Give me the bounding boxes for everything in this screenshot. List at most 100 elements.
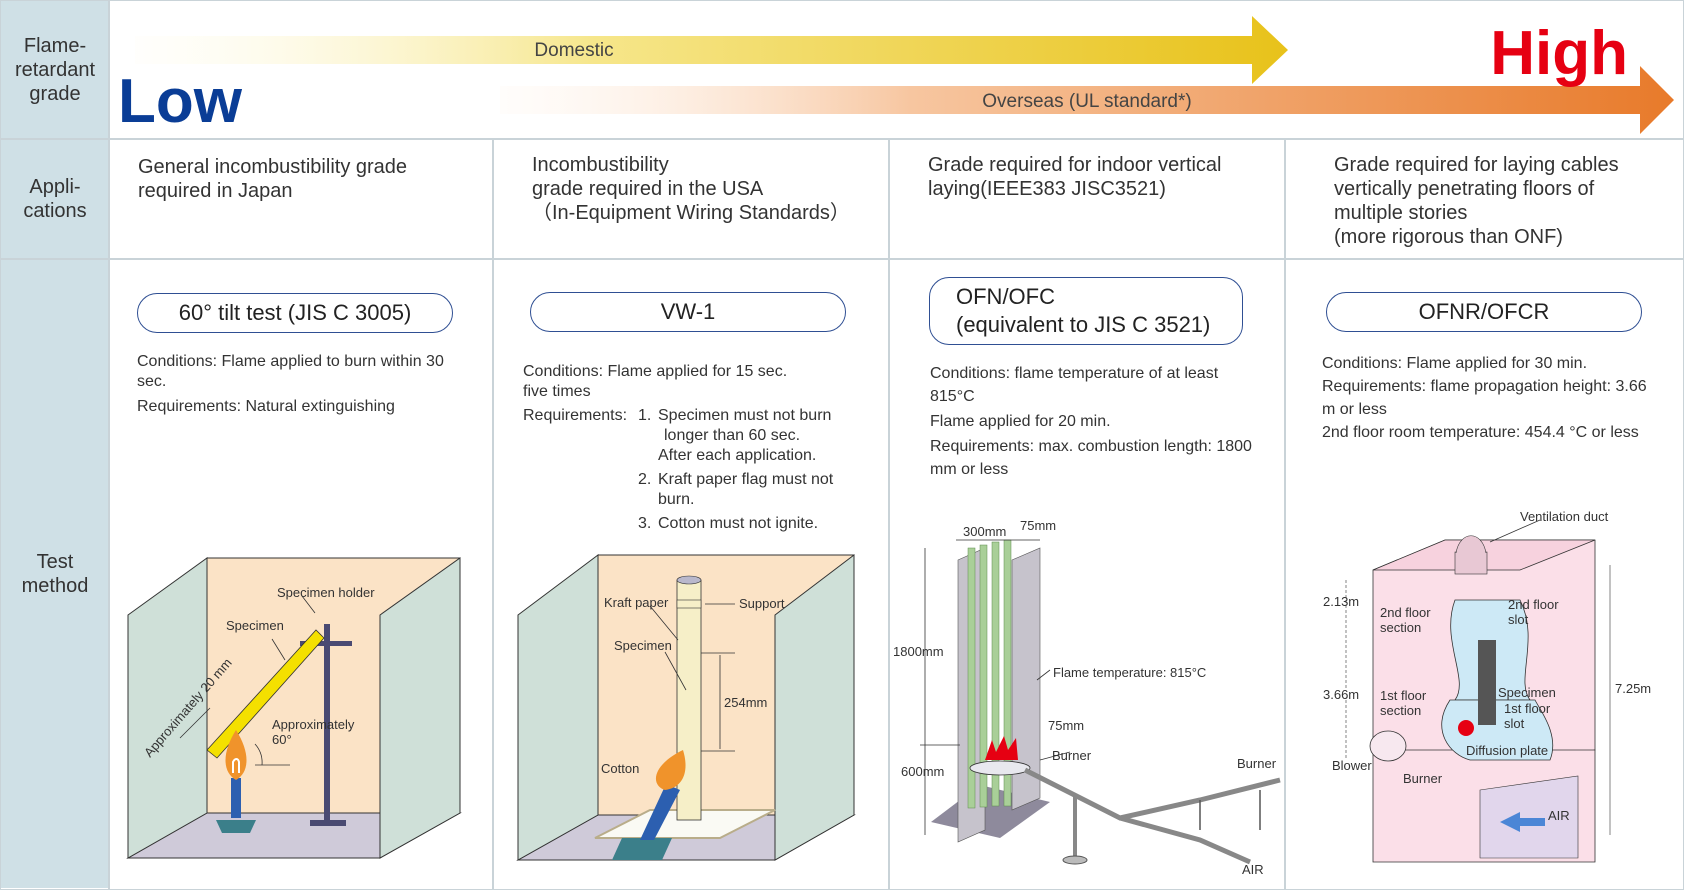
requirements-list: 1.Specimen must not burn longer than 60 … xyxy=(638,406,883,534)
requirement-cont: After each application. xyxy=(658,447,817,464)
blower xyxy=(1369,730,1407,762)
specimen-label: Specimen xyxy=(226,618,284,633)
row-header-test-method: Test method xyxy=(1,260,109,888)
row-divider xyxy=(0,258,1684,260)
requirement-cont: burn. xyxy=(658,491,695,508)
gas-pipe xyxy=(1023,767,1281,821)
condition-text: Requirements: Natural extinguishing xyxy=(137,398,395,415)
requirement-text: Specimen must not burn xyxy=(658,407,832,424)
specimen-holder-label: Specimen holder xyxy=(277,585,375,600)
length-label: 254mm xyxy=(724,695,767,710)
kraft-paper-flag xyxy=(676,599,702,609)
support-label: Support xyxy=(739,596,785,611)
burner2-label: Burner xyxy=(1237,756,1277,771)
condition-text: Requirements: flame propagation height: … xyxy=(1322,378,1647,418)
requirement-text: Kraft paper flag must not xyxy=(658,471,834,488)
gap-75-label: 75mm xyxy=(1048,718,1084,733)
requirement-num: 2. xyxy=(638,471,652,488)
conditions-col1: Conditions: Flame applied to burn within… xyxy=(137,352,467,422)
condition-text: 2nd floor room temperature: 454.4 °C or … xyxy=(1322,424,1639,441)
air-label: AIR xyxy=(1242,862,1264,877)
requirement-item: 2. Kraft paper flag must not xyxy=(638,470,883,490)
overseas-arrow xyxy=(500,66,1674,134)
low-label: Low xyxy=(118,67,243,136)
condition-text: five times xyxy=(523,383,591,400)
kraft-paper-label: Kraft paper xyxy=(604,595,669,610)
cable-2 xyxy=(979,544,988,808)
row-header-applications: Appli- cations xyxy=(1,140,109,258)
flame xyxy=(655,750,686,790)
requirements-label: Requirements: xyxy=(523,407,628,424)
row-divider xyxy=(0,138,1684,140)
row-header-applications-text: Appli- cations xyxy=(23,176,87,222)
flame-temp-label: Flame temperature: 815°C xyxy=(1053,665,1206,680)
approx-60-label: Approximately xyxy=(272,717,355,732)
burner-head xyxy=(969,760,1031,776)
specimen-top xyxy=(676,575,702,585)
test-name-col1: 60° tilt test (JIS C 3005) xyxy=(137,293,453,333)
cutaway-1st-floor xyxy=(1441,699,1554,761)
domestic-label: Domestic xyxy=(534,40,613,61)
width-300-label: 300mm xyxy=(963,524,1006,539)
ventilation-duct-label: Ventilation duct xyxy=(1520,509,1609,524)
fig4-burner-label: Burner xyxy=(1403,771,1443,786)
burner-tube xyxy=(231,778,241,818)
test-name-col3: OFN/OFC (equivalent to JIS C 3521) xyxy=(929,277,1243,345)
approx-60-label-b: 60° xyxy=(272,732,292,747)
flame-inner xyxy=(232,758,240,773)
requirement-text: Cotton must not ignite. xyxy=(658,515,819,532)
cable-1 xyxy=(967,547,976,809)
burner-base xyxy=(612,838,672,860)
h-213-label: 2.13m xyxy=(1323,594,1359,609)
requirement-num: 1. xyxy=(638,407,652,424)
application-col1: General incombustibility grade required … xyxy=(138,156,408,202)
air-opening xyxy=(1479,775,1579,859)
burner-flame xyxy=(1458,720,1474,736)
burner-label: Burner xyxy=(1052,748,1092,763)
test-name-col2: VW-1 xyxy=(530,292,846,332)
column-divider xyxy=(1284,138,1286,890)
cotton-label: Cotton xyxy=(601,761,639,776)
condition-text: Flame applied for 20 min. xyxy=(930,413,1111,430)
row-header-test-method-text: Test method xyxy=(21,551,89,597)
specimen-wire xyxy=(676,579,702,821)
chamber-left-wall xyxy=(127,557,208,859)
ofn-figure: 300mm 75mm 1800mm 600mm Flame temperatur… xyxy=(893,518,1281,877)
condition-text: Requirements: max. combustion length: 18… xyxy=(930,438,1252,478)
fig4-specimen-label: Specimen xyxy=(1498,685,1556,700)
ventilation-duct xyxy=(1454,551,1488,575)
requirement-num: 3. xyxy=(638,515,652,532)
condition-text: Conditions: Flame applied to burn within… xyxy=(137,353,444,390)
requirement-item: 1. Specimen must not burn xyxy=(638,406,883,426)
grade-scale: Domestic Overseas (UL standard*) Low Hig… xyxy=(118,16,1674,136)
overseas-label: Overseas (UL standard*) xyxy=(982,91,1191,112)
holder-base xyxy=(310,820,346,826)
h-366-label: 3.66m xyxy=(1323,687,1359,702)
chamber-left-wall xyxy=(517,554,599,861)
tilt-test-figure: Specimen holder Specimen Approximately 2… xyxy=(126,557,462,859)
flames xyxy=(985,736,1018,760)
cotton-pad xyxy=(594,809,776,839)
application-col3: Grade required for indoor vertical layin… xyxy=(928,154,1222,200)
chamber-right-wall xyxy=(774,553,855,861)
test-name-col4: OFNR/OFCR xyxy=(1326,292,1642,332)
high-label: High xyxy=(1490,19,1628,88)
holder-stand xyxy=(324,624,330,824)
specimen-label: Specimen xyxy=(614,638,672,653)
row-header-grade: Flame- retardant grade xyxy=(1,1,109,138)
tray-right-panel xyxy=(1011,547,1041,811)
diffusion-plate-label: Diffusion plate xyxy=(1466,743,1548,758)
fig4-air-label: AIR xyxy=(1548,808,1570,823)
column-divider xyxy=(492,138,494,890)
column-divider xyxy=(888,138,890,890)
specimen-cables xyxy=(1478,640,1496,725)
height-1800-label: 1800mm xyxy=(893,644,944,659)
cable-3 xyxy=(991,541,1000,807)
domestic-arrow xyxy=(135,16,1288,84)
conditions-col3: Conditions: flame temperature of at leas… xyxy=(930,362,1260,481)
application-col2: Incombustibility grade required in the U… xyxy=(532,154,850,224)
